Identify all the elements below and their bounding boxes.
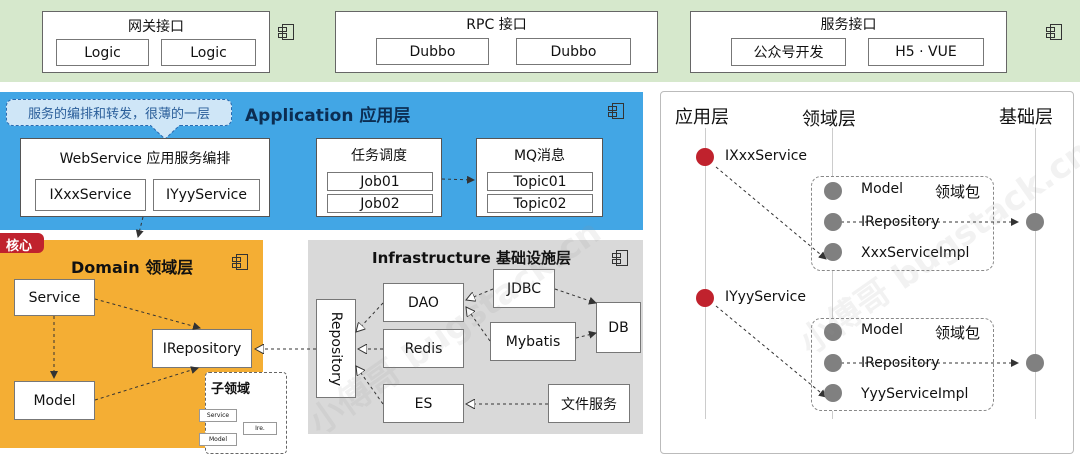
repository-box: Repository bbox=[316, 299, 356, 398]
task-title: 任务调度 bbox=[351, 148, 407, 164]
header-domain-layer: 领域层 bbox=[802, 109, 856, 130]
component-icon bbox=[612, 250, 628, 266]
dao-box: DAO bbox=[383, 283, 464, 322]
ixxx-service-label: IXxxService bbox=[725, 148, 808, 164]
irepository-node-1 bbox=[824, 213, 842, 231]
rpc-dubbo-1: Dubbo bbox=[376, 38, 489, 65]
repository-impl-node-1 bbox=[1026, 213, 1044, 231]
service-h5-vue: H5 · VUE bbox=[868, 38, 984, 66]
gateway-logic-1: Logic bbox=[56, 39, 149, 66]
gateway-interface-group: 网关接口 Logic Logic bbox=[42, 11, 270, 73]
application-note bbox=[6, 99, 232, 126]
subdomain-group: 子领域 Service Ire. Model bbox=[199, 372, 287, 454]
gateway-title: 网关接口 bbox=[128, 19, 184, 35]
core-tag bbox=[0, 233, 44, 253]
job01-box: Job01 bbox=[327, 172, 433, 191]
topic02-box: Topic02 bbox=[487, 194, 593, 213]
header-app-layer: 应用层 bbox=[675, 107, 729, 128]
irepository-label-2: IRepository bbox=[861, 355, 940, 371]
component-icon bbox=[1046, 24, 1062, 40]
domain-title: Domain 领域层 bbox=[71, 258, 194, 277]
core-tag-text: 核心 bbox=[6, 239, 33, 254]
lane-line-app bbox=[705, 128, 706, 419]
webservice-title: WebService 应用服务编排 bbox=[59, 151, 231, 167]
domain-package-label-2: 领域包 bbox=[935, 324, 981, 342]
mq-title: MQ消息 bbox=[513, 148, 566, 164]
irepository-label-1: IRepository bbox=[861, 214, 940, 230]
es-box: ES bbox=[383, 384, 464, 423]
rpc-dubbo-2: Dubbo bbox=[516, 38, 631, 65]
ixxx-service-node bbox=[696, 148, 714, 166]
task-schedule-group: 任务调度 Job01 Job02 bbox=[316, 138, 442, 217]
component-icon bbox=[608, 103, 624, 119]
job02-box: Job02 bbox=[327, 194, 433, 213]
iyyy-service-box: IYyyService bbox=[153, 179, 260, 211]
iyyy-service-node bbox=[696, 289, 714, 307]
ixxx-service-box: IXxxService bbox=[35, 179, 146, 211]
db-box: DB bbox=[596, 302, 641, 353]
rpc-interface-group: RPC 接口 Dubbo Dubbo bbox=[335, 11, 658, 73]
jdbc-box: JDBC bbox=[493, 269, 555, 308]
file-service-box: 文件服务 bbox=[548, 384, 630, 423]
service-impl-label-1: XxxServiceImpl bbox=[861, 245, 970, 261]
infra-title: Infrastructure 基础设施层 bbox=[372, 249, 572, 267]
service-wechat: 公众号开发 bbox=[731, 38, 846, 66]
subdomain-title: 子领域 bbox=[211, 382, 251, 397]
mybatis-box: Mybatis bbox=[490, 322, 576, 361]
header-base-layer: 基础层 bbox=[999, 107, 1053, 128]
irepository-node-2 bbox=[824, 354, 842, 372]
lane-line-base bbox=[1035, 128, 1036, 419]
domain-model-box: Model bbox=[14, 381, 95, 420]
model-label-2: Model bbox=[861, 322, 904, 338]
webservice-group: WebService 应用服务编排 IXxxService IYyyServic… bbox=[20, 138, 270, 217]
gateway-logic-2: Logic bbox=[161, 39, 256, 66]
model-node-1 bbox=[824, 182, 842, 200]
component-icon bbox=[278, 24, 294, 40]
topic01-box: Topic01 bbox=[487, 172, 593, 191]
lane-line-domain bbox=[832, 128, 833, 419]
component-icon bbox=[232, 254, 248, 270]
domain-package-label-1: 领域包 bbox=[935, 183, 981, 201]
subdomain-service: Service bbox=[199, 409, 237, 422]
application-title: Application 应用层 bbox=[245, 106, 411, 126]
redis-box: Redis bbox=[383, 329, 464, 368]
service-impl-node-2 bbox=[824, 384, 842, 402]
iyyy-service-label: IYyyService bbox=[725, 289, 806, 305]
subdomain-ire: Ire. bbox=[243, 422, 277, 435]
mq-group: MQ消息 Topic01 Topic02 bbox=[476, 138, 603, 217]
rpc-title: RPC 接口 bbox=[466, 17, 527, 33]
service-title: 服务接口 bbox=[820, 17, 877, 33]
service-impl-label-2: YyyServiceImpl bbox=[861, 386, 969, 402]
model-node-2 bbox=[824, 323, 842, 341]
service-impl-node-1 bbox=[824, 243, 842, 261]
domain-irepository-box: IRepository bbox=[152, 329, 252, 368]
repository-impl-node-2 bbox=[1026, 354, 1044, 372]
domain-service-box: Service bbox=[14, 279, 95, 316]
application-note-text: 服务的编排和转发，很薄的一层 bbox=[27, 107, 210, 122]
service-interface-group: 服务接口 公众号开发 H5 · VUE bbox=[690, 11, 1007, 73]
model-label-1: Model bbox=[861, 181, 904, 197]
subdomain-model: Model bbox=[199, 433, 237, 446]
